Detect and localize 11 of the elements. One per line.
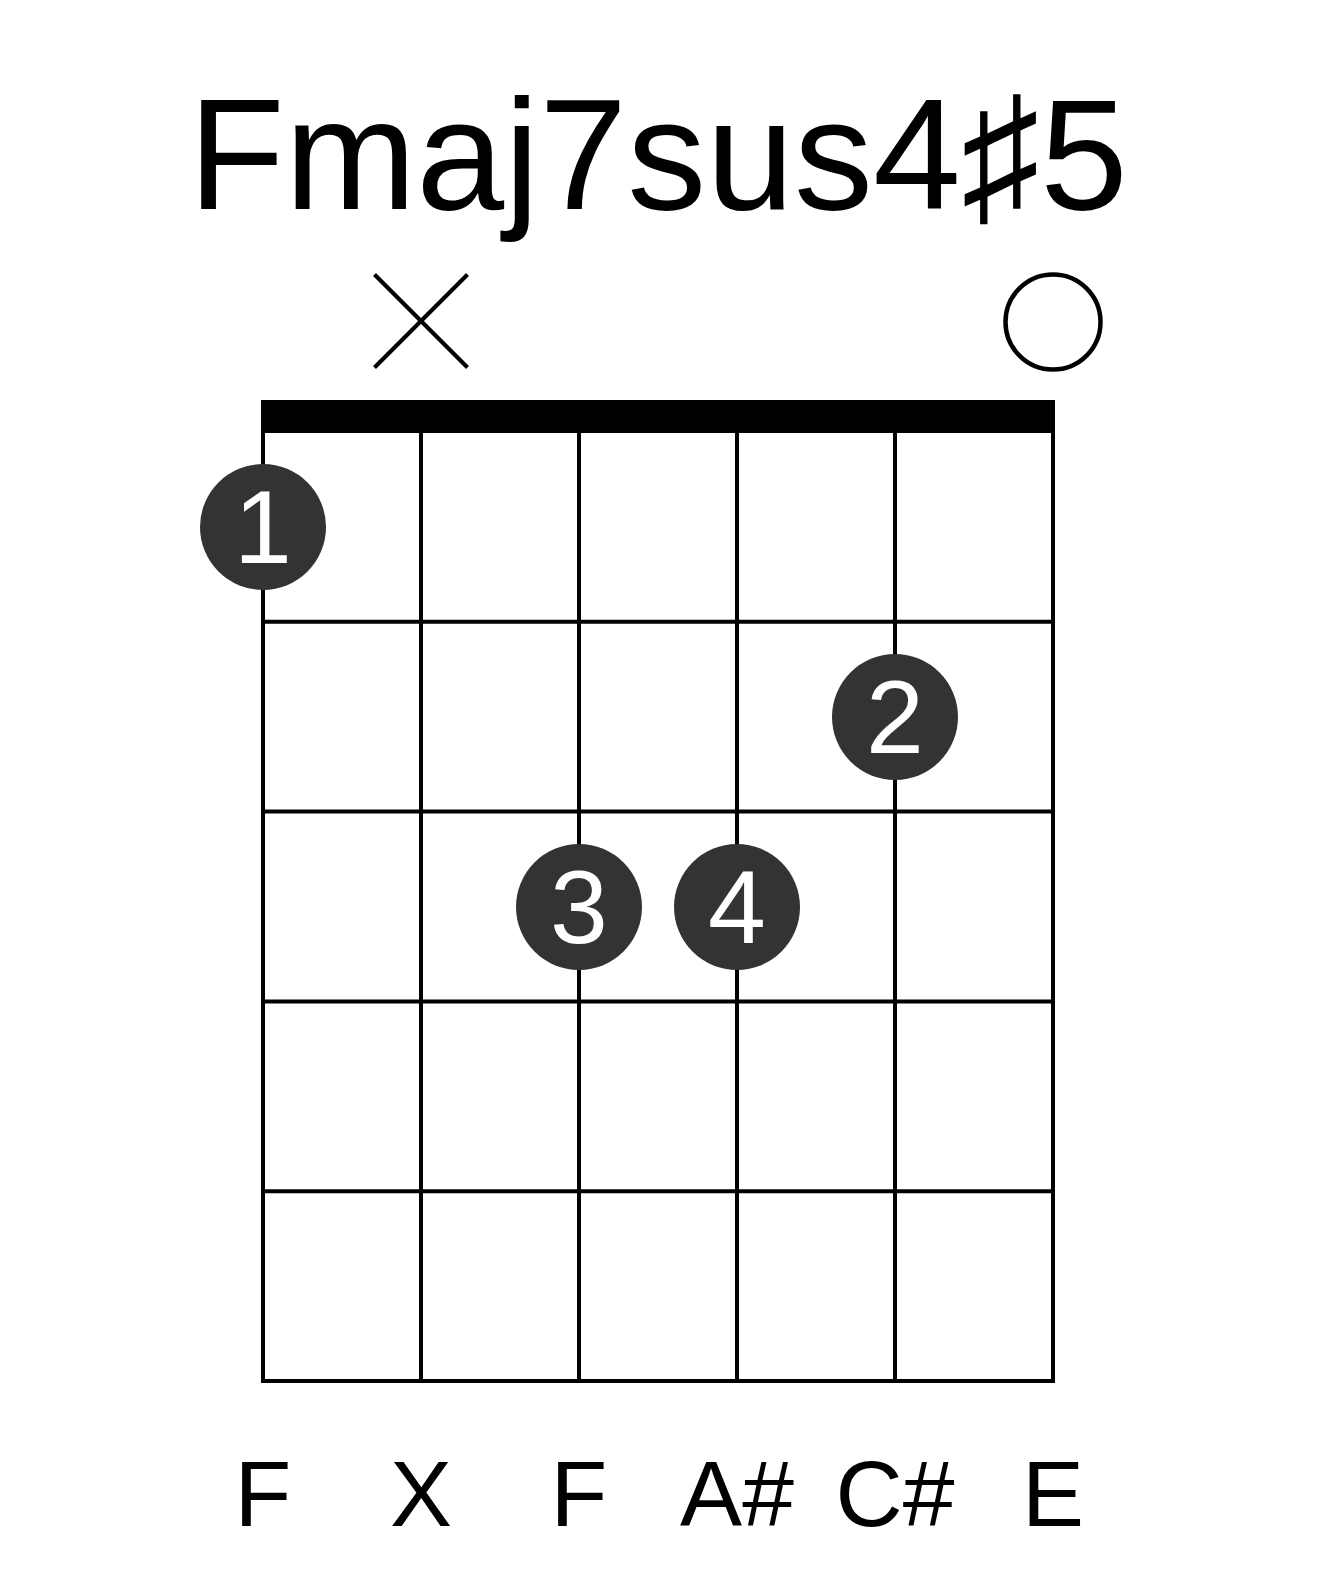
string-note-label: A#	[680, 1448, 794, 1541]
chord-title: Fmaj7sus4♯5	[187, 65, 1129, 244]
string-note-label: F	[234, 1448, 292, 1541]
finger-dot: 3	[516, 843, 642, 970]
finger-dot: 4	[674, 843, 800, 970]
string-note-label: X	[390, 1448, 452, 1541]
string-note-label: E	[1022, 1448, 1084, 1541]
finger-dot: 1	[200, 463, 326, 590]
string-note-label: C#	[835, 1448, 955, 1541]
string-note-label: F	[550, 1448, 608, 1541]
finger-dot: 2	[832, 653, 958, 780]
